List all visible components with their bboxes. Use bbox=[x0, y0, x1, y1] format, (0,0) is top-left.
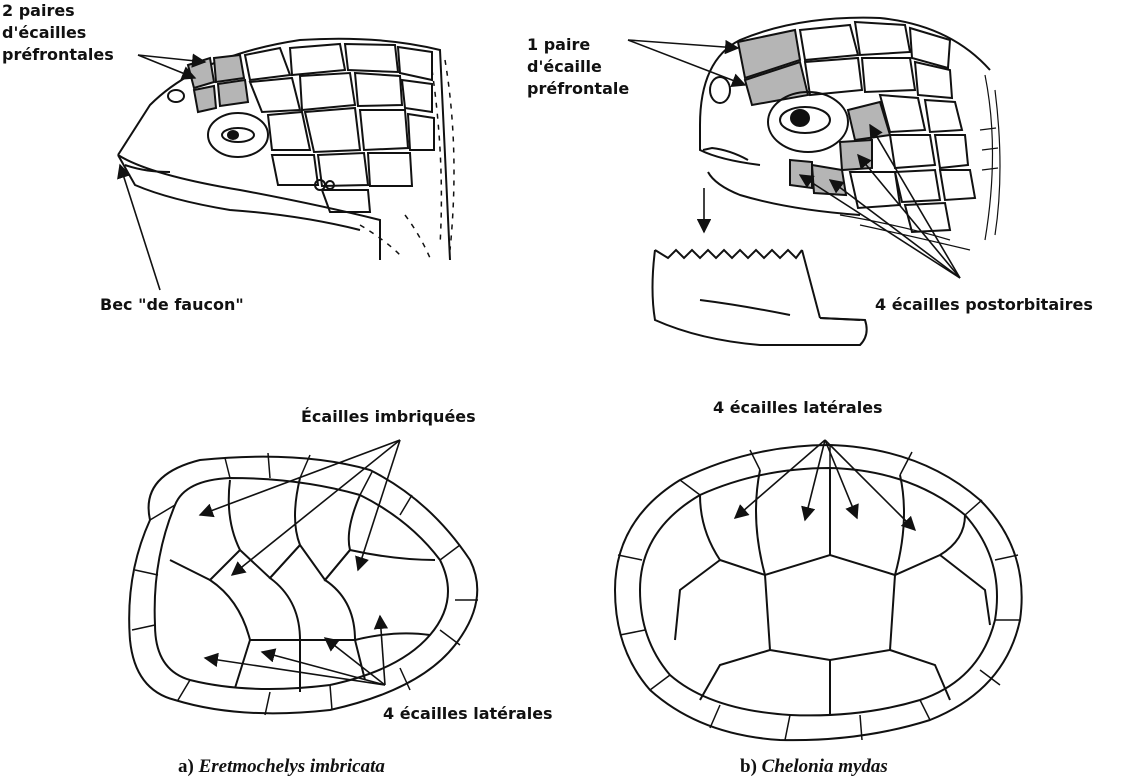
green-turtle-carapace-marginals bbox=[618, 445, 1020, 740]
label-line: d'écailles bbox=[2, 22, 114, 44]
caption-a-prefix: a) bbox=[178, 756, 199, 777]
caption-b: b) Chelonia mydas bbox=[740, 756, 888, 778]
caption-b-prefix: b) bbox=[740, 756, 762, 777]
label-lateral-hawksbill: 4 écailles latérales bbox=[383, 703, 553, 725]
label-prefrontal-green: 1 paire d'écaille préfrontale bbox=[527, 34, 629, 100]
label-beak: Bec "de faucon" bbox=[100, 294, 244, 316]
label-imbricated: Écailles imbriquées bbox=[301, 406, 476, 428]
green-turtle-carapace-illustration bbox=[615, 445, 1022, 740]
caption-a-species: Eretmochelys imbricata bbox=[199, 756, 385, 777]
hawksbill-carapace-illustration bbox=[129, 457, 477, 714]
label-line: préfrontale bbox=[527, 78, 629, 100]
label-line: d'écaille bbox=[527, 56, 629, 78]
label-prefrontal-hawksbill: 2 paires d'écailles préfrontales bbox=[2, 0, 114, 66]
annotation-arrows bbox=[120, 40, 960, 685]
caption-a: a) Eretmochelys imbricata bbox=[178, 756, 385, 778]
hawksbill-head-illustration bbox=[118, 39, 450, 260]
label-lateral-green: 4 écailles latérales bbox=[713, 397, 883, 419]
label-postorbital: 4 écailles postorbitaires bbox=[875, 294, 1093, 316]
caption-b-species: Chelonia mydas bbox=[762, 756, 888, 777]
label-line: 2 paires bbox=[2, 0, 114, 22]
label-line: 1 paire bbox=[527, 34, 629, 56]
label-line: préfrontales bbox=[2, 44, 114, 66]
hawksbill-neck-wrinkles bbox=[360, 60, 454, 258]
